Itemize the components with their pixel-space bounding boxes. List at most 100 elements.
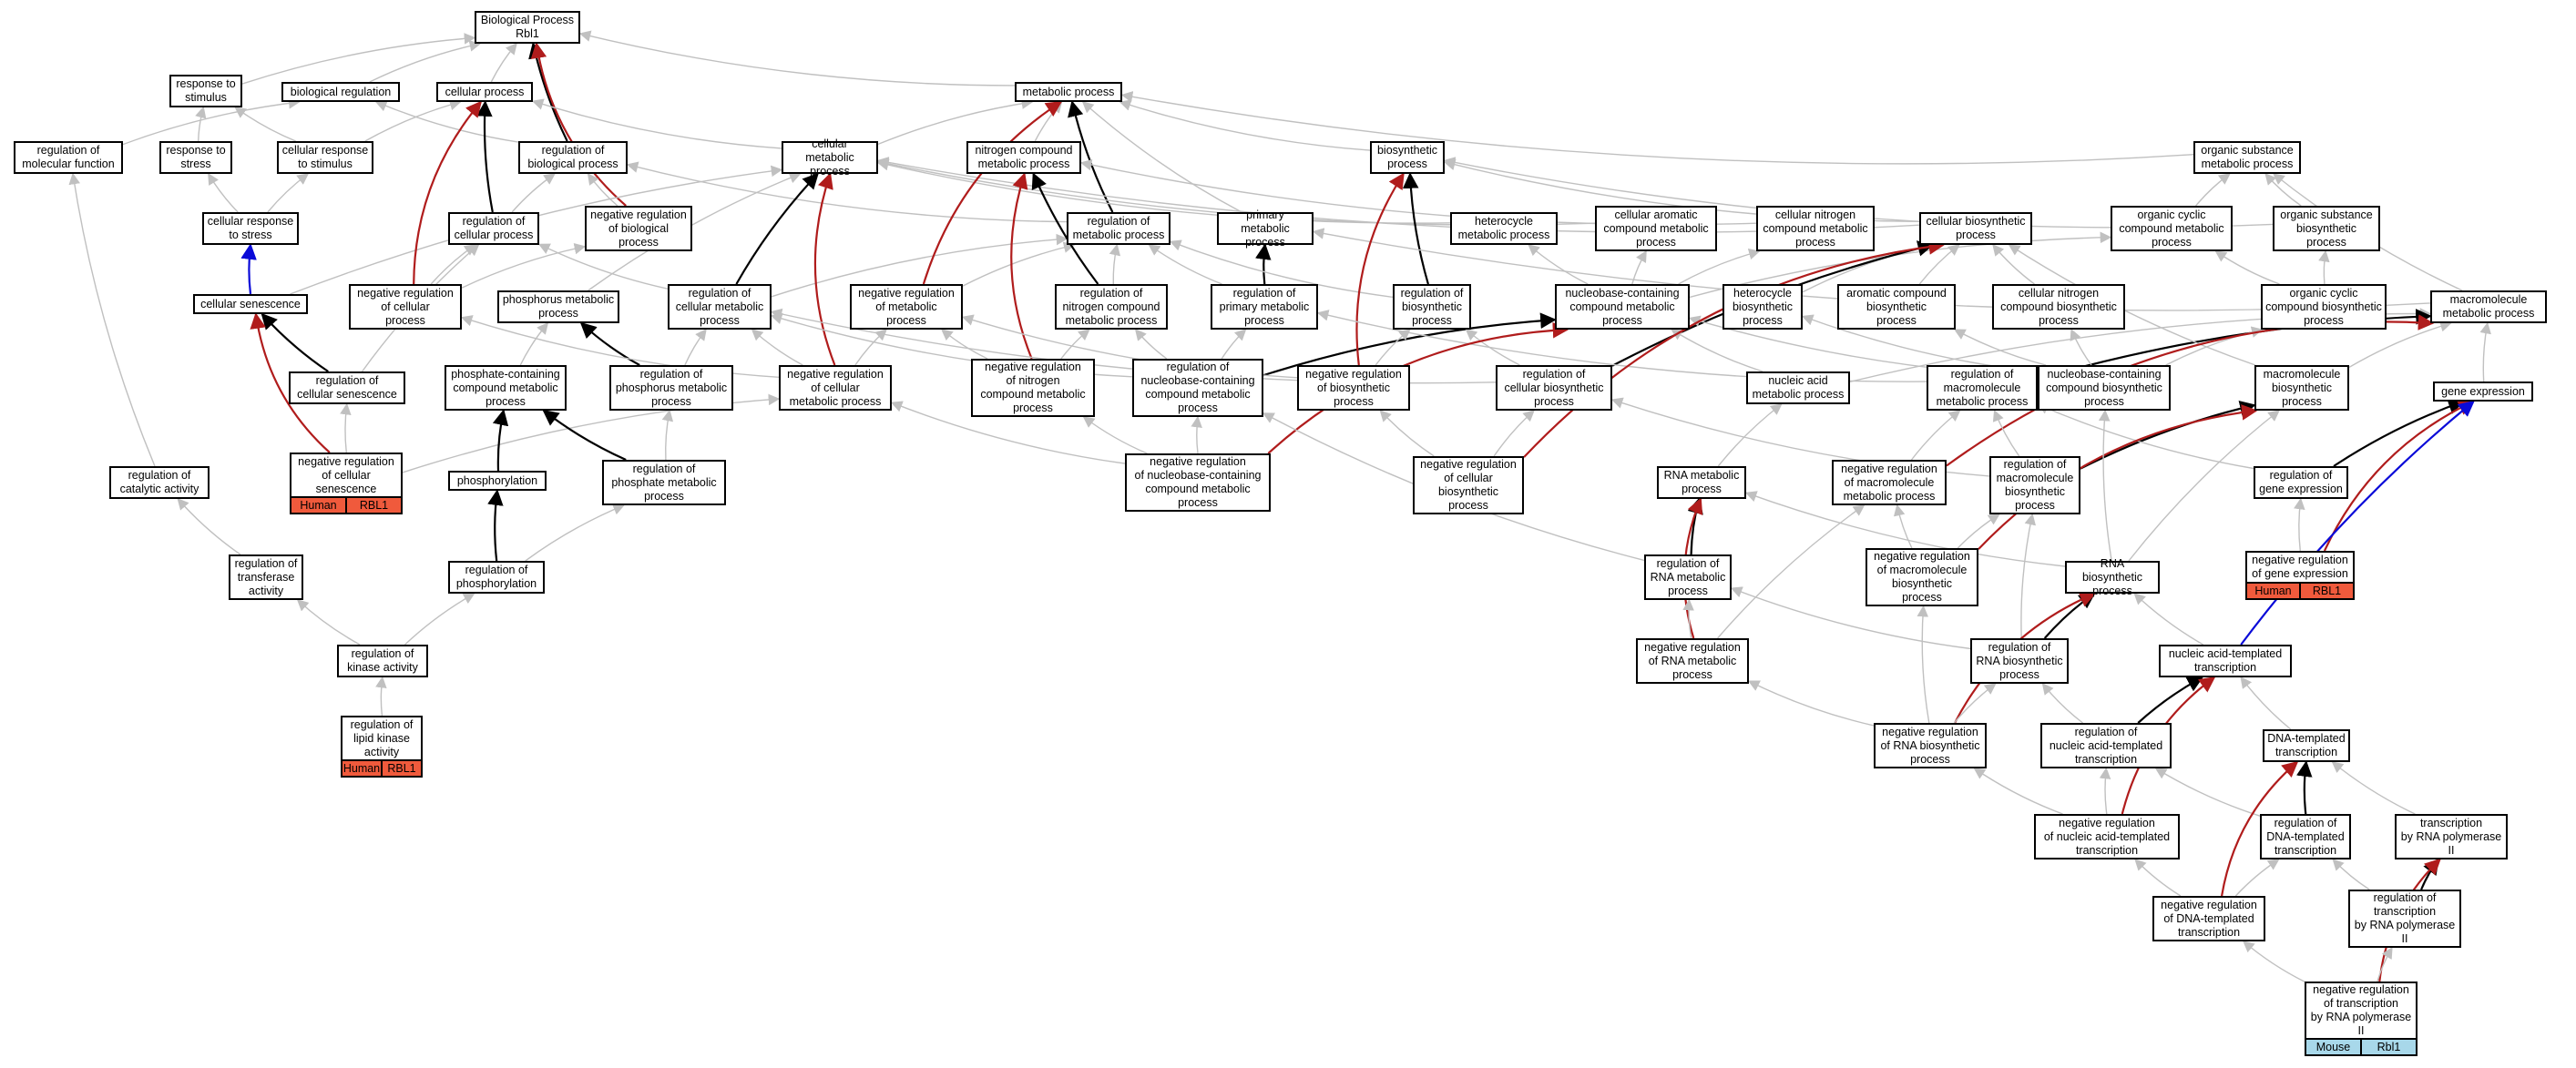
- go-term-label: regulation of gene expression: [2259, 469, 2343, 495]
- go-term-neg-reg-rna-biosyn[interactable]: negative regulation of RNA biosynthetic …: [1874, 723, 1987, 768]
- go-term-cell-met-proc[interactable]: cellular metabolic process: [782, 137, 878, 178]
- go-term-neg-reg-gene-expr[interactable]: negative regulation of gene expression: [2245, 551, 2355, 584]
- edge-neg-reg-macro-biosyn-to-macro-biosyn: [1978, 404, 2258, 550]
- go-term-reg-lipid-kinase[interactable]: regulation of lipid kinase activity: [341, 716, 423, 761]
- go-term-reg-rna-biosyn[interactable]: regulation of RNA biosynthetic process: [1970, 638, 2069, 684]
- go-term-neg-reg-macro-met[interactable]: negative regulation of macromolecule met…: [1832, 460, 1947, 505]
- go-term-reg-phosph-met[interactable]: regulation of phosphate metabolic proces…: [602, 460, 726, 505]
- go-term-cell-biosyn[interactable]: cellular biosynthetic process: [1919, 212, 2032, 245]
- go-term-reg-cat[interactable]: regulation of catalytic activity: [109, 466, 210, 499]
- go-term-rna-met[interactable]: RNA metabolic process: [1657, 466, 1746, 499]
- go-term-neg-reg-rna-met[interactable]: negative regulation of RNA metabolic pro…: [1636, 638, 1749, 684]
- go-term-org-cyc-met[interactable]: organic cyclic compound metabolic proces…: [2111, 206, 2233, 251]
- edge-neg-reg-biosyn-to-reg-biosyn: [1375, 329, 1411, 366]
- go-term-label: RNA metabolic process: [1663, 469, 1740, 495]
- go-term-neg-reg-macro-biosyn[interactable]: negative regulation of macromolecule bio…: [1866, 548, 1978, 606]
- go-term-phosph-met[interactable]: phosphate-containing compound metabolic …: [445, 365, 567, 411]
- go-term-phosphorylation[interactable]: phosphorylation: [448, 471, 547, 491]
- go-term-nucbase-met[interactable]: nucleobase-containing compound metabolic…: [1555, 284, 1690, 330]
- go-term-neg-reg-nitro[interactable]: negative regulation of nitrogen compound…: [971, 359, 1095, 417]
- go-term-reg-rna-met[interactable]: regulation of RNA metabolic process: [1644, 554, 1732, 600]
- go-term-nuc-templ-trans[interactable]: nucleic acid-templated transcription: [2159, 645, 2292, 677]
- go-term-resp-stress[interactable]: response to stress: [159, 141, 232, 174]
- edge-neg-reg-cell-biosyn-to-reg-cell-biosyn: [1493, 410, 1535, 457]
- go-term-dna-templ-trans[interactable]: DNA-templated transcription: [2263, 729, 2350, 762]
- go-term-neg-reg-cell-proc[interactable]: negative regulation of cellular process: [349, 284, 462, 330]
- go-term-label: regulation of kinase activity: [347, 647, 418, 674]
- go-term-hetero-biosyn[interactable]: heterocycle biosynthetic process: [1722, 284, 1803, 330]
- go-term-label: regulation of primary metabolic process: [1219, 286, 1310, 327]
- go-term-neg-reg-nuc-templ[interactable]: negative regulation of nucleic acid-temp…: [2034, 814, 2180, 859]
- go-term-org-cyc-biosyn[interactable]: organic cyclic compound biosynthetic pro…: [2261, 284, 2387, 330]
- go-term-reg-biosyn[interactable]: regulation of biosynthetic process: [1393, 284, 1471, 330]
- go-term-trans-pol2[interactable]: transcription by RNA polymerase II: [2395, 814, 2508, 859]
- go-term-nucbase-biosyn[interactable]: nucleobase-containing compound biosynthe…: [2038, 365, 2171, 411]
- go-term-cell-resp-stim[interactable]: cellular response to stimulus: [277, 141, 373, 174]
- go-term-label: macromolecule metabolic process: [2442, 293, 2535, 320]
- go-term-cell-nitro-biosyn[interactable]: cellular nitrogen compound biosynthetic …: [1992, 284, 2125, 330]
- go-term-reg-phosph[interactable]: regulation of phosphorylation: [448, 561, 545, 594]
- go-term-reg-nitro-met[interactable]: regulation of nitrogen compound metaboli…: [1055, 284, 1168, 330]
- go-term-cell-arom-met[interactable]: cellular aromatic compound metabolic pro…: [1595, 206, 1717, 251]
- go-term-nitro-met[interactable]: nitrogen compound metabolic process: [966, 141, 1081, 174]
- go-term-reg-cell-met[interactable]: regulation of cellular metabolic process: [668, 284, 772, 330]
- go-term-hetero-met[interactable]: heterocycle metabolic process: [1450, 212, 1558, 245]
- go-term-label: phosphate-containing compound metabolic …: [451, 367, 560, 408]
- go-term-reg-prim-met[interactable]: regulation of primary metabolic process: [1211, 284, 1318, 330]
- go-term-neg-reg-cell-biosyn[interactable]: negative regulation of cellular biosynth…: [1413, 456, 1524, 514]
- go-term-bio-reg[interactable]: biological regulation: [281, 82, 400, 102]
- go-term-rna-biosyn[interactable]: RNA biosynthetic process: [2065, 557, 2160, 597]
- go-term-cell-proc[interactable]: cellular process: [436, 82, 533, 102]
- go-term-neg-reg-nucbase[interactable]: negative regulation of nucleobase-contai…: [1125, 453, 1271, 512]
- go-term-org-sub-met[interactable]: organic substance metabolic process: [2193, 141, 2301, 174]
- go-term-label: regulation of metabolic process: [1072, 215, 1165, 241]
- go-term-prim-met[interactable]: primary metabolic process: [1217, 209, 1314, 249]
- go-term-arom-biosyn[interactable]: aromatic compound biosynthetic process: [1837, 284, 1956, 330]
- go-term-label: negative regulation of macromolecule bio…: [1874, 550, 1970, 604]
- go-term-bp[interactable]: Biological Process Rbl1: [475, 11, 580, 44]
- go-term-reg-cell-proc[interactable]: regulation of cellular process: [448, 212, 539, 245]
- go-term-neg-reg-dna-templ[interactable]: negative regulation of DNA-templated tra…: [2152, 896, 2265, 941]
- go-term-neg-reg-trans-pol2[interactable]: negative regulation of transcription by …: [2305, 982, 2418, 1040]
- go-term-reg-trans-pol2[interactable]: regulation of transcription by RNA polym…: [2348, 890, 2461, 948]
- go-term-label: negative regulation of nucleobase-contai…: [1134, 455, 1262, 509]
- go-term-neg-reg-senes[interactable]: negative regulation of cellular senescen…: [290, 453, 403, 498]
- edge-neg-reg-gene-expr-to-gene-expr: [2323, 400, 2475, 552]
- edge-reg-phosph-to-reg-phosph-met: [525, 503, 625, 562]
- go-term-reg-cell-senes[interactable]: regulation of cellular senescence: [289, 371, 405, 404]
- go-term-reg-macro-biosyn[interactable]: regulation of macromolecule biosynthetic…: [1989, 456, 2080, 514]
- edge-reg-mol-func-to-bio-reg: [122, 97, 301, 146]
- go-term-reg-kinase[interactable]: regulation of kinase activity: [337, 645, 428, 677]
- go-term-macro-biosyn[interactable]: macromolecule biosynthetic process: [2254, 365, 2349, 411]
- go-term-reg-trans-act[interactable]: regulation of transferase activity: [229, 554, 303, 600]
- go-term-cell-senes[interactable]: cellular senescence: [193, 294, 308, 314]
- edge-cell-met-proc-to-cell-proc: [531, 98, 782, 149]
- go-term-org-sub-biosyn[interactable]: organic substance biosynthetic process: [2273, 206, 2380, 251]
- go-term-phos-met[interactable]: phosphorus metabolic process: [497, 290, 619, 323]
- go-term-reg-cell-biosyn[interactable]: regulation of cellular biosynthetic proc…: [1496, 365, 1612, 411]
- go-term-reg-dna-templ[interactable]: regulation of DNA-templated transcriptio…: [2260, 814, 2351, 859]
- go-term-reg-bio-proc[interactable]: regulation of biological process: [518, 141, 628, 174]
- go-term-cell-nitro-met[interactable]: cellular nitrogen compound metabolic pro…: [1756, 206, 1875, 251]
- go-term-cell-resp-stress[interactable]: cellular response to stress: [202, 212, 299, 245]
- go-term-reg-nucbase-met[interactable]: regulation of nucleobase-containing comp…: [1132, 359, 1263, 417]
- go-term-biosyn-proc[interactable]: biosynthetic process: [1370, 141, 1445, 174]
- go-term-neg-reg-bio[interactable]: negative regulation of biological proces…: [585, 206, 692, 251]
- edge-nucbase-met-to-cell-nitro-met: [1678, 248, 1761, 285]
- go-term-label: regulation of phosphate metabolic proces…: [611, 462, 717, 503]
- go-term-nucacid-met[interactable]: nucleic acid metabolic process: [1746, 371, 1850, 404]
- go-term-reg-nuc-templ[interactable]: regulation of nucleic acid-templated tra…: [2040, 723, 2172, 768]
- go-term-resp-stim[interactable]: response to stimulus: [169, 75, 242, 107]
- go-term-reg-phos-met[interactable]: regulation of phosphorus metabolic proce…: [609, 365, 733, 411]
- go-term-gene-expr[interactable]: gene expression: [2433, 381, 2533, 402]
- go-term-neg-reg-cell-met[interactable]: negative regulation of cellular metaboli…: [779, 365, 892, 411]
- go-term-reg-macro-met[interactable]: regulation of macromolecule metabolic pr…: [1927, 365, 2038, 411]
- go-term-macro-met[interactable]: macromolecule metabolic process: [2430, 290, 2547, 323]
- go-term-reg-mol-func[interactable]: regulation of molecular function: [14, 141, 123, 174]
- go-term-reg-met-proc[interactable]: regulation of metabolic process: [1067, 212, 1170, 245]
- go-term-neg-reg-met[interactable]: negative regulation of metabolic process: [850, 284, 963, 330]
- edge-org-cyc-biosyn-to-org-sub-biosyn: [2318, 249, 2330, 285]
- go-term-reg-gene-expr[interactable]: regulation of gene expression: [2254, 466, 2348, 499]
- go-term-met-proc[interactable]: metabolic process: [1015, 82, 1122, 102]
- go-term-neg-reg-biosyn[interactable]: negative regulation of biosynthetic proc…: [1297, 365, 1410, 411]
